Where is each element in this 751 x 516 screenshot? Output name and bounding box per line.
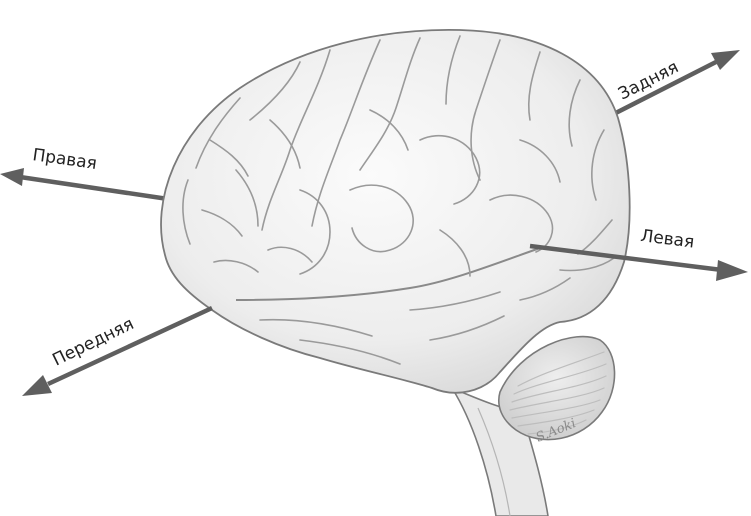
cerebrum [160,28,631,394]
cerebellum [498,335,616,441]
label-right: Правая [31,145,98,174]
axis-left-arrow [529,243,748,281]
axis-anterior-arrow [22,305,213,396]
label-left: Левая [639,226,695,252]
axis-right-arrow [0,168,169,202]
axis-posterior-arrow [596,50,740,125]
cortex-folds [182,35,615,365]
cerebellum-folia [509,351,607,435]
